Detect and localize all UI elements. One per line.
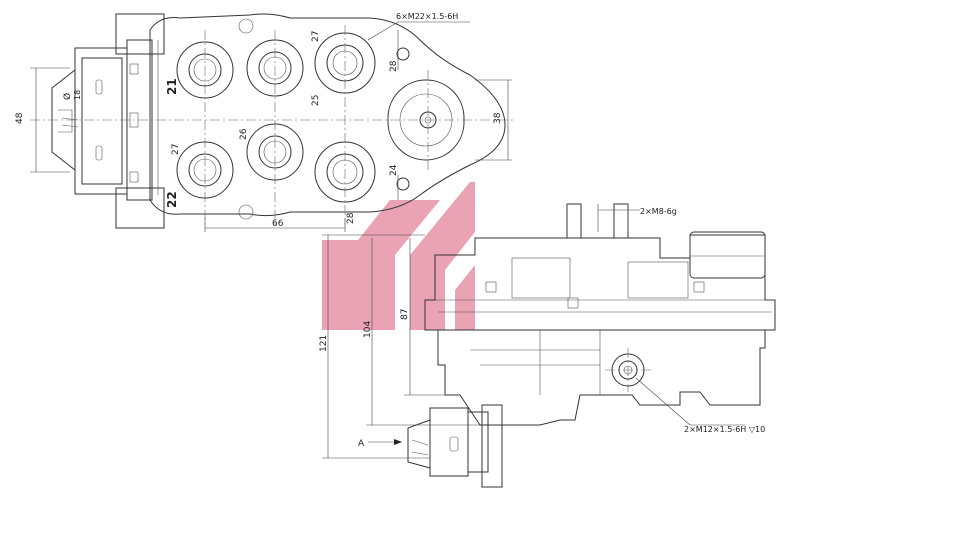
view-arrow-label: A: [358, 439, 365, 449]
port-22-label: 22: [165, 191, 179, 208]
dim-24-label: 24: [389, 164, 399, 176]
ports-callout-label: 6×M22×1.5-6H: [396, 12, 458, 21]
phi-symbol: Ø: [62, 93, 73, 100]
dim-87-label: 87: [400, 309, 410, 320]
dim-27b-label: 27: [171, 144, 181, 155]
dim-48-label: 48: [15, 112, 25, 124]
dim-27a-label: 27: [311, 31, 321, 42]
dim-38-label: 38: [493, 112, 503, 124]
mount-callout-label: 2×M12×1.5-6H ▽10: [684, 425, 765, 434]
dim-28b-label: 28: [346, 212, 356, 224]
port-21-label: 21: [165, 78, 179, 95]
watermark-logo: [322, 182, 475, 330]
top-view: [30, 13, 515, 232]
dim-28a-label: 28: [389, 60, 399, 72]
dim-121-label: 121: [319, 335, 329, 352]
dimension-labels: 6×M22×1.5-6H 48 38 66 26 25 27 27 28 28 …: [15, 12, 765, 449]
dim-104-label: 104: [363, 321, 373, 338]
dim-25-label: 25: [311, 95, 321, 106]
dim-26-label: 26: [239, 128, 249, 140]
dim-66-label: 66: [272, 219, 284, 229]
small-label: 18: [73, 90, 82, 100]
front-view: [322, 203, 776, 488]
studs-callout-label: 2×M8-6g: [640, 207, 677, 216]
